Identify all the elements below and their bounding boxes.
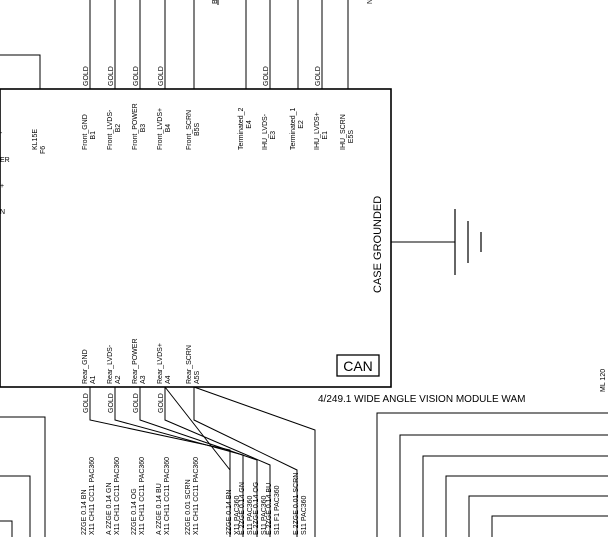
cable-left-code: X11 CH11 CC11 PAC360	[139, 457, 146, 535]
bottom-pin-number: A2	[115, 375, 122, 384]
top-pin-gold: GOLD	[315, 66, 322, 86]
can-box	[336, 354, 380, 377]
top-pin-number: B1	[90, 131, 97, 140]
bottom-pin-name: Rear_SCRN	[186, 345, 193, 384]
top-pin-number: E4	[246, 120, 253, 129]
top-pin-name: IHU_LVDS+	[314, 112, 321, 150]
bottom-pin-name: Rear_GND	[82, 349, 89, 384]
rear-wire	[114, 387, 244, 537]
cable-left-spec: A 2ZGE 0.14 GN	[106, 482, 113, 535]
top-pin-gold: GOLD	[108, 66, 115, 86]
module-title: 4/249.1 WIDE ANGLE VISION MODULE WAM	[318, 394, 525, 405]
cable-right-spec: E 2ZGE 0.14 GN	[239, 482, 246, 535]
top-edge-label-b: B	[212, 0, 219, 4]
bottom-pin-gold: GOLD	[83, 393, 90, 413]
rear-wires	[89, 386, 316, 537]
cable-right-code: S11 PAC360	[261, 495, 268, 535]
rear-wire-fan	[164, 386, 231, 537]
can-label: CAN	[343, 358, 373, 374]
top-pin-gold: GOLD	[83, 66, 90, 86]
right-rect-6	[491, 515, 608, 537]
left-rect-1	[0, 416, 46, 537]
bottom-pin-gold: GOLD	[133, 393, 140, 413]
top-pin-number: E2	[298, 120, 305, 129]
left-rect-3	[0, 520, 13, 537]
top-pin-number: E3	[270, 131, 277, 140]
top-pin-number: B2	[115, 124, 122, 133]
top-pin-name: Terminated_1	[290, 107, 297, 150]
cable-left-spec: 2ZGE 0.01 SCRN	[185, 479, 192, 535]
top-pin-name: Terminated_2	[238, 107, 245, 150]
bottom-pin-number: A3	[140, 375, 147, 384]
right-rect-1	[376, 412, 608, 537]
cable-right-code: S11 F1 PAC360	[274, 485, 281, 535]
left-cut-label: +	[0, 183, 4, 190]
cable-left-code: X11 CH11 CC11 PAC360	[193, 457, 200, 535]
cable-right-spec: E 2ZGE 0.01 SCRN	[293, 473, 300, 535]
cable-left-spec: A 2ZGE 0.14 BU	[156, 483, 163, 535]
top-pin-name: KL15E	[32, 129, 39, 150]
cable-right-spec: 2ZGE 0.14 BN	[226, 489, 233, 535]
top-pin-number: B3	[140, 124, 147, 133]
left-cut-label: N	[0, 209, 5, 216]
bottom-pin-name: Rear_POWER	[132, 338, 139, 384]
bottom-pin-gold: GOLD	[158, 393, 165, 413]
top-edge-label-n: N	[367, 0, 374, 4]
bottom-pin-name: Rear_LVDS-	[107, 344, 114, 384]
top-pin-name: Front_LVDS+	[157, 108, 164, 150]
left-rect-2	[0, 475, 31, 537]
top-pin-number: F6	[40, 146, 47, 154]
top-pin-number: E1	[322, 131, 329, 140]
cable-right-spec: E 2ZGE 0.14 BU	[266, 483, 273, 535]
cable-right-code: S11 PAC360	[301, 495, 308, 535]
top-pin-name: Front_LVDS-	[107, 109, 114, 150]
left-cut-label: ER	[0, 157, 10, 164]
right-rect-2	[399, 434, 608, 537]
right-rect-3	[422, 455, 608, 537]
bottom-pin-number: A4	[165, 375, 172, 384]
top-pin-number: B4	[165, 124, 172, 133]
cable-left-code: X11 CH11 CC11 PAC360	[114, 457, 121, 535]
top-pin-number: B5S	[194, 122, 201, 136]
top-pin-gold: GOLD	[133, 66, 140, 86]
case-grounded-label: CASE GROUNDED	[372, 196, 384, 293]
top-pin-gold: GOLD	[263, 66, 270, 86]
top-pin-gold: GOLD	[158, 66, 165, 86]
cable-right-spec: E 2ZGE 0.14 OG	[253, 482, 260, 535]
rear-wire	[193, 387, 298, 537]
right-margin-label: ML 120	[600, 369, 607, 392]
cable-left-code: X11 CH11 CC11 PAC360	[164, 457, 171, 535]
right-rect-4	[445, 475, 608, 537]
top-pin-name: Front_POWER	[132, 103, 139, 150]
bottom-pin-number: A1	[90, 375, 97, 384]
rear-wire-fan	[193, 386, 316, 537]
top-pin-name: Front_SCRN	[186, 110, 193, 150]
bottom-pin-gold: GOLD	[108, 393, 115, 413]
top-pin-name: IHU_LVDS-	[262, 113, 269, 150]
left-cut-label: -	[0, 130, 3, 137]
cable-right-code: S11 PAC360	[247, 495, 254, 535]
top-pin-name: IHU_SCRN	[340, 114, 347, 150]
module-box	[0, 88, 392, 388]
cable-left-spec: 2ZGE 0.14 OG	[131, 488, 138, 535]
top-pin-name: Front_GND	[82, 114, 89, 150]
bottom-pin-number: A5S	[194, 370, 201, 384]
cable-left-spec: 2ZGE 0.14 BN	[81, 489, 88, 535]
top-pin-number: E5S	[348, 130, 355, 144]
rear-wire	[139, 387, 258, 537]
wire-kl15e	[0, 54, 41, 89]
rear-wire	[164, 387, 271, 537]
right-rect-5	[468, 495, 608, 537]
cable-right-code: X11 PAC360	[234, 495, 241, 535]
bottom-pin-name: Rear_LVDS+	[157, 343, 164, 384]
cable-left-code: X11 CH11 CC11 PAC360	[89, 457, 96, 535]
